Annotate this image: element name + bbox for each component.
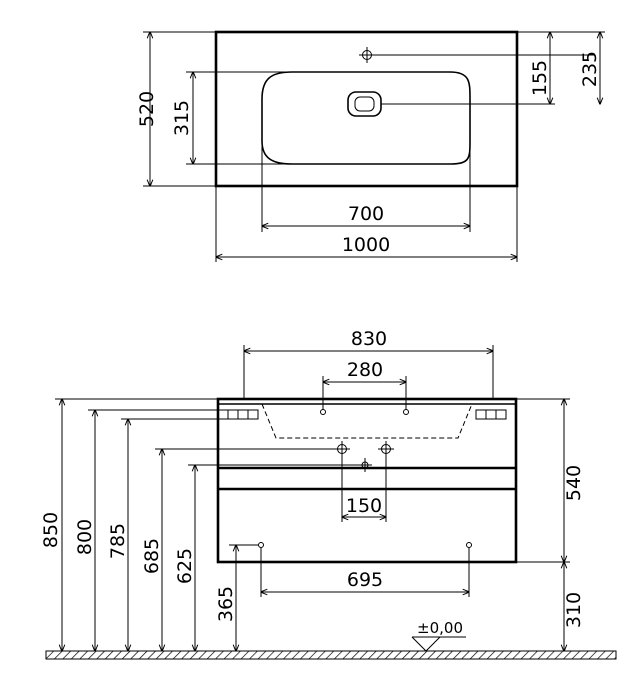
front-view: 850 800 785 685 625 365 540 310 830 280 … — [40, 328, 617, 660]
basin-width-label: 700 — [348, 203, 384, 225]
mount-spacing-label: 280 — [347, 359, 383, 381]
cabinet-width-label: 830 — [351, 328, 387, 350]
top-view: 520 315 155 235 700 1000 — [136, 30, 605, 262]
height-365-label: 365 — [215, 586, 237, 622]
floor-level-label: ±0,00 — [417, 619, 463, 637]
bracket-left — [227, 409, 259, 420]
height-685-label: 685 — [141, 538, 163, 574]
tap-hole-icon — [359, 47, 375, 63]
basin-depth-label: 315 — [171, 100, 193, 136]
cabinet-height-label: 540 — [563, 465, 585, 501]
basin-outline — [261, 71, 471, 165]
bracket-right — [475, 409, 507, 420]
drain-icon — [347, 91, 382, 117]
rail-hole-right — [466, 542, 472, 548]
rail-hole-left — [258, 542, 264, 548]
mount-hole-right — [403, 409, 409, 415]
floor-gap-label: 310 — [563, 592, 585, 628]
floor — [45, 650, 617, 660]
cabinet-outline — [216, 397, 518, 564]
height-800-label: 800 — [74, 519, 96, 555]
hidden-basin-line — [261, 403, 473, 439]
drain-connector-icon — [358, 458, 372, 472]
height-850-label: 850 — [40, 512, 62, 548]
height-785-label: 785 — [107, 523, 129, 559]
tap-offset-label: 235 — [579, 51, 601, 87]
countertop-outline — [214, 30, 519, 188]
pipe-connector-left-icon — [334, 441, 350, 457]
drain-offset-label: 155 — [529, 60, 551, 96]
width-label: 1000 — [342, 234, 390, 256]
mount-hole-left — [320, 409, 326, 415]
rail-spacing-label: 695 — [347, 569, 383, 591]
height-625-label: 625 — [174, 548, 196, 584]
depth-label: 520 — [136, 91, 158, 127]
floor-level-marker-icon — [411, 636, 466, 652]
pipe-spacing-label: 150 — [346, 495, 382, 517]
